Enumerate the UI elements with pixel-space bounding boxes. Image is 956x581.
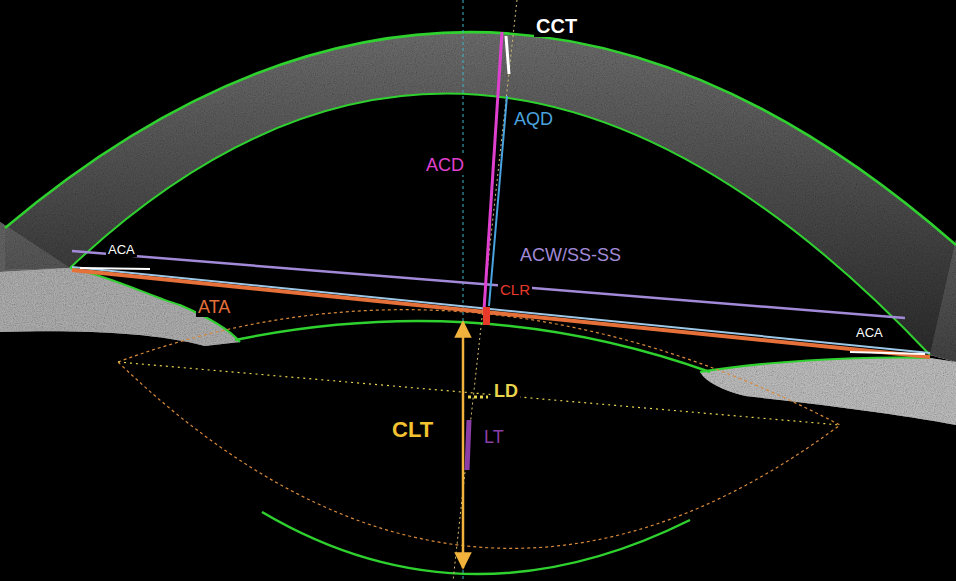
ld-label: LD — [492, 382, 520, 401]
aqd-line — [489, 96, 507, 306]
clr-label: CLR — [498, 282, 532, 298]
clt-label: CLT — [390, 418, 435, 441]
vertical-axis — [463, 0, 464, 581]
aca-label: ACA — [854, 326, 885, 340]
aca-label: ACA — [106, 243, 137, 257]
acw-label: ACW/SS-SS — [518, 246, 623, 265]
lt-line — [467, 420, 469, 470]
ss-line — [72, 267, 930, 353]
aca-right-mark — [850, 352, 925, 354]
ata-label: ATA — [196, 298, 232, 317]
cornea-posterior-trace — [70, 94, 930, 355]
cornea-anterior-trace — [5, 32, 956, 245]
cct-line — [506, 36, 509, 74]
aca-left-mark — [80, 268, 150, 269]
acd-label: ACD — [424, 156, 466, 175]
clt-arrow — [462, 322, 465, 568]
ata-line — [72, 270, 930, 357]
lens-posterior-trace — [262, 512, 690, 574]
iris-right-trace — [700, 358, 930, 372]
iris-right — [700, 358, 956, 425]
lt-label: LT — [482, 428, 506, 447]
aqd-label: AQD — [512, 110, 555, 129]
clr-mark — [483, 307, 490, 325]
cct-label: CCT — [534, 16, 579, 37]
ld-tick — [468, 396, 488, 399]
lens-diameter-line — [118, 362, 840, 425]
lens-outline — [118, 310, 840, 549]
